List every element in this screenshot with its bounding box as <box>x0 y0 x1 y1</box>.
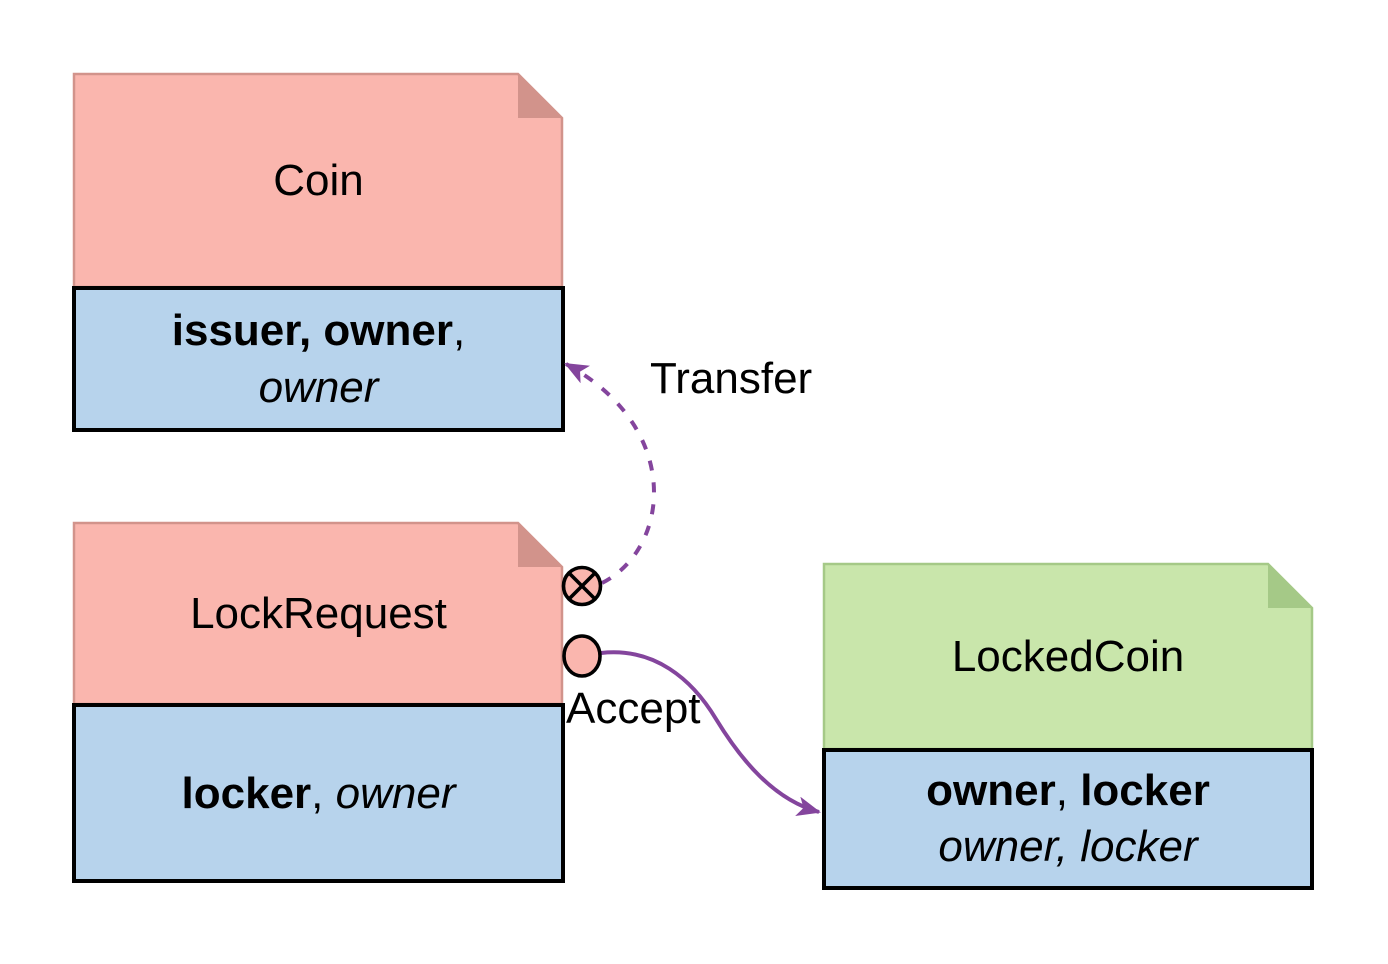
coin-note-shape <box>72 72 564 289</box>
lockedcoin-separator: , <box>1055 766 1081 815</box>
lockedcoin-note-shape <box>822 562 1314 751</box>
coin-attributes-text: issuer, owner, owner <box>74 288 563 430</box>
lockrequest-fold-corner-icon <box>518 523 562 567</box>
coin-signatories: issuer, owner <box>171 306 453 355</box>
lockedcoin-party-a: owner <box>926 766 1056 815</box>
accept-arrow <box>600 650 821 816</box>
lockedcoin-attributes-box <box>822 748 1314 890</box>
coin-signatories-suffix: , <box>453 306 466 355</box>
transfer-arrow <box>564 362 656 585</box>
lockrequest-attributes-box <box>72 703 565 883</box>
lockedcoin-party-b: locker <box>1080 766 1210 815</box>
lockrequest-separator: , <box>311 768 336 818</box>
lockrequest-observers: owner <box>335 768 456 818</box>
nonconsuming-choice-icon <box>562 634 602 678</box>
lockedcoin-node-shape <box>822 562 1314 890</box>
lockedcoin-parties-line: owner, locker <box>926 763 1210 819</box>
lockrequest-parties-line: locker, owner <box>182 765 456 822</box>
accept-edge-label: Accept <box>566 684 701 733</box>
lockedcoin-fold-corner-icon <box>1268 564 1312 608</box>
coin-fold-corner-icon <box>518 74 562 118</box>
lockrequest-title: LockRequest <box>190 589 447 638</box>
coin-title: Coin <box>273 156 364 205</box>
consuming-choice-icon <box>561 565 603 607</box>
lockedcoin-observers: owner, locker <box>938 822 1198 871</box>
lockrequest-note-shape <box>72 521 564 706</box>
transfer-edge-label: Transfer <box>650 354 813 403</box>
lockrequest-node-shape <box>72 521 565 883</box>
lockrequest-attributes-text: locker, owner <box>74 705 563 881</box>
coin-signatories-line: issuer, owner, <box>172 302 465 359</box>
lockrequest-signatories: locker <box>181 768 312 818</box>
lockedcoin-title: LockedCoin <box>951 632 1185 681</box>
coin-observers: owner <box>258 363 379 412</box>
coin-attributes-box <box>72 286 565 432</box>
lockedcoin-attributes-text: owner, locker owner, locker <box>824 750 1312 888</box>
coin-node-shape <box>72 72 565 432</box>
